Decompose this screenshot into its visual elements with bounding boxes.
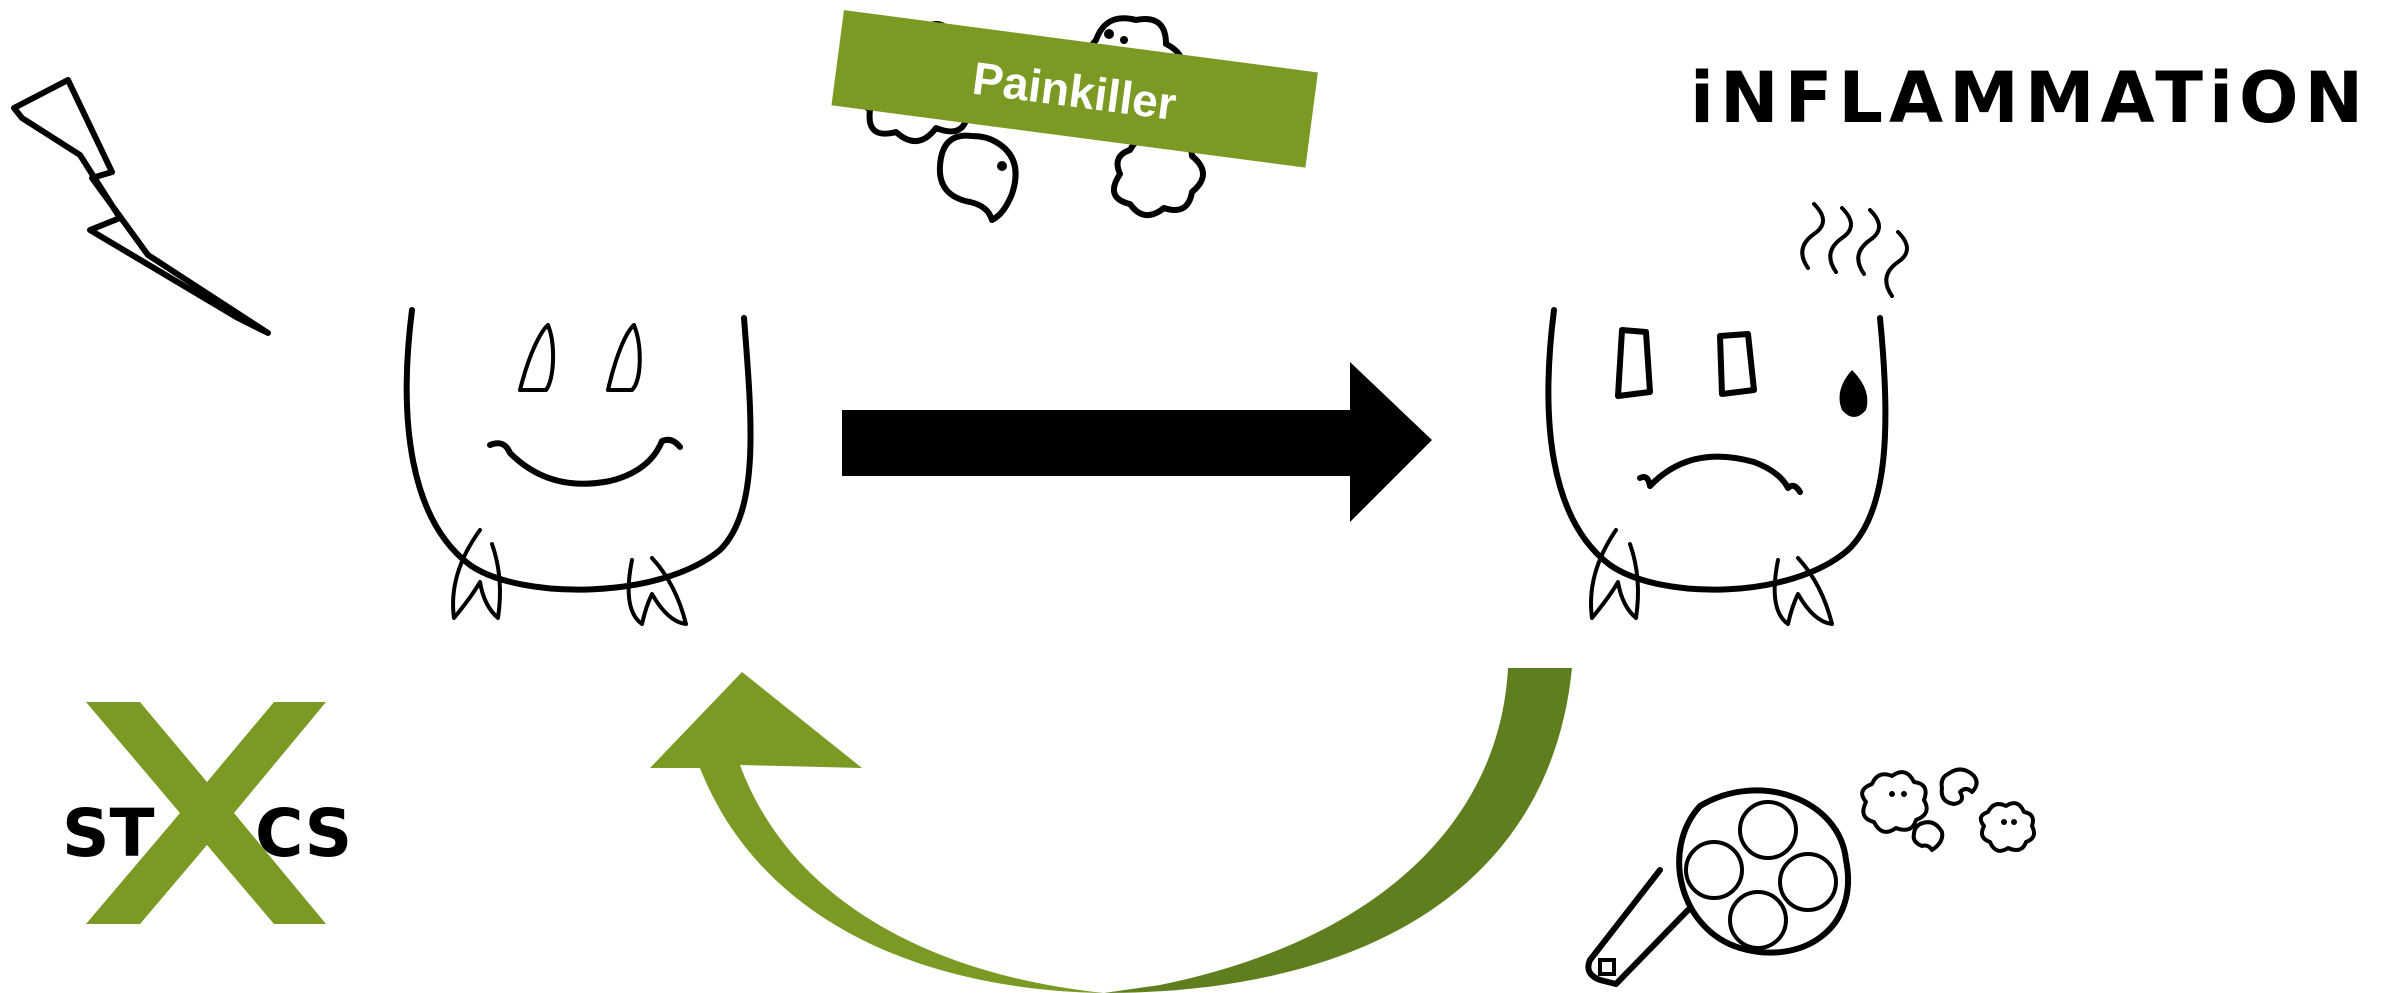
crossed-word-left: ST: [62, 795, 155, 872]
painkiller-banner: Painkiller: [831, 10, 1318, 168]
sad-cell-icon: [1545, 202, 1909, 626]
return-arrow: [650, 668, 1572, 993]
crossed-word: ST CS: [62, 702, 352, 924]
cross-icon: [86, 702, 326, 924]
happy-cell-icon: [403, 307, 754, 626]
small-virus-cluster-icon: [1860, 767, 2036, 853]
lightning-bolt-icon: [11, 77, 271, 336]
nerve-cell-icon: [1585, 787, 1851, 987]
progression-arrow: [842, 362, 1432, 522]
inflammation-title: iNFLAMMATiON: [1690, 57, 2369, 139]
